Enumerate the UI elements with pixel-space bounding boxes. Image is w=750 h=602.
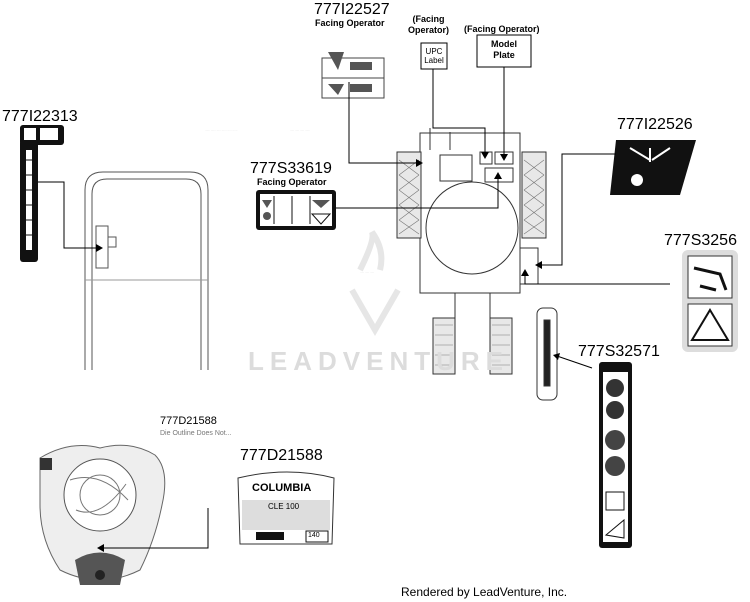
decal-777D21588 — [237, 471, 335, 545]
faint-doc-text: ..... ..... ..... — [360, 270, 375, 274]
faint-doc-text: ..... ..... ..... ...... — [290, 128, 311, 132]
decal-777I22313 — [20, 125, 64, 262]
engine-decal-model: CLE 100 — [268, 502, 300, 511]
decal-777S32571 — [599, 362, 632, 548]
decal-777S3256 — [682, 250, 738, 352]
watermark-text: LEADVENTURE — [248, 346, 510, 376]
footer-credit: Rendered by LeadVenture, Inc. — [401, 585, 568, 599]
doc-part-number: 777D21588 — [160, 415, 217, 427]
handle-frame — [84, 171, 209, 370]
callout-777D21588: 777D21588 — [240, 447, 323, 464]
callout-777I22527: 777I22527 — [314, 1, 390, 18]
upc-label-box — [420, 42, 448, 70]
decal-777S33619 — [256, 190, 336, 230]
decal-777I22527 — [321, 52, 385, 99]
callout-777S3256: 777S3256 — [664, 232, 737, 249]
callout-777I22313: 777I22313 — [2, 108, 78, 125]
callout-upc-facing: (Facing Operator) — [408, 14, 450, 35]
engine-decal-brand: COLUMBIA — [252, 482, 312, 494]
decal-777I22526 — [610, 140, 696, 195]
callout-777I22526: 777I22526 — [617, 116, 693, 133]
callout-model-facing: (Facing Operator) — [464, 24, 540, 34]
watermark-logo — [349, 230, 401, 337]
callout-777S33619-sub: Facing Operator — [257, 177, 327, 187]
callout-777S33619: 777S33619 — [250, 160, 332, 177]
faint-doc-text: ...... ...... ..... ...... ..... ...... — [205, 128, 238, 132]
upc-label-text: UPC Label — [424, 47, 444, 65]
engine-decal-size: 140 — [308, 532, 320, 539]
callout-777I22527-sub: Facing Operator — [315, 18, 385, 28]
engine-housing — [39, 444, 166, 585]
model-plate-text: Model Plate — [491, 39, 517, 60]
doc-note: Die Outline Does Not... — [160, 430, 232, 437]
callout-777S32571: 777S32571 — [578, 343, 660, 360]
